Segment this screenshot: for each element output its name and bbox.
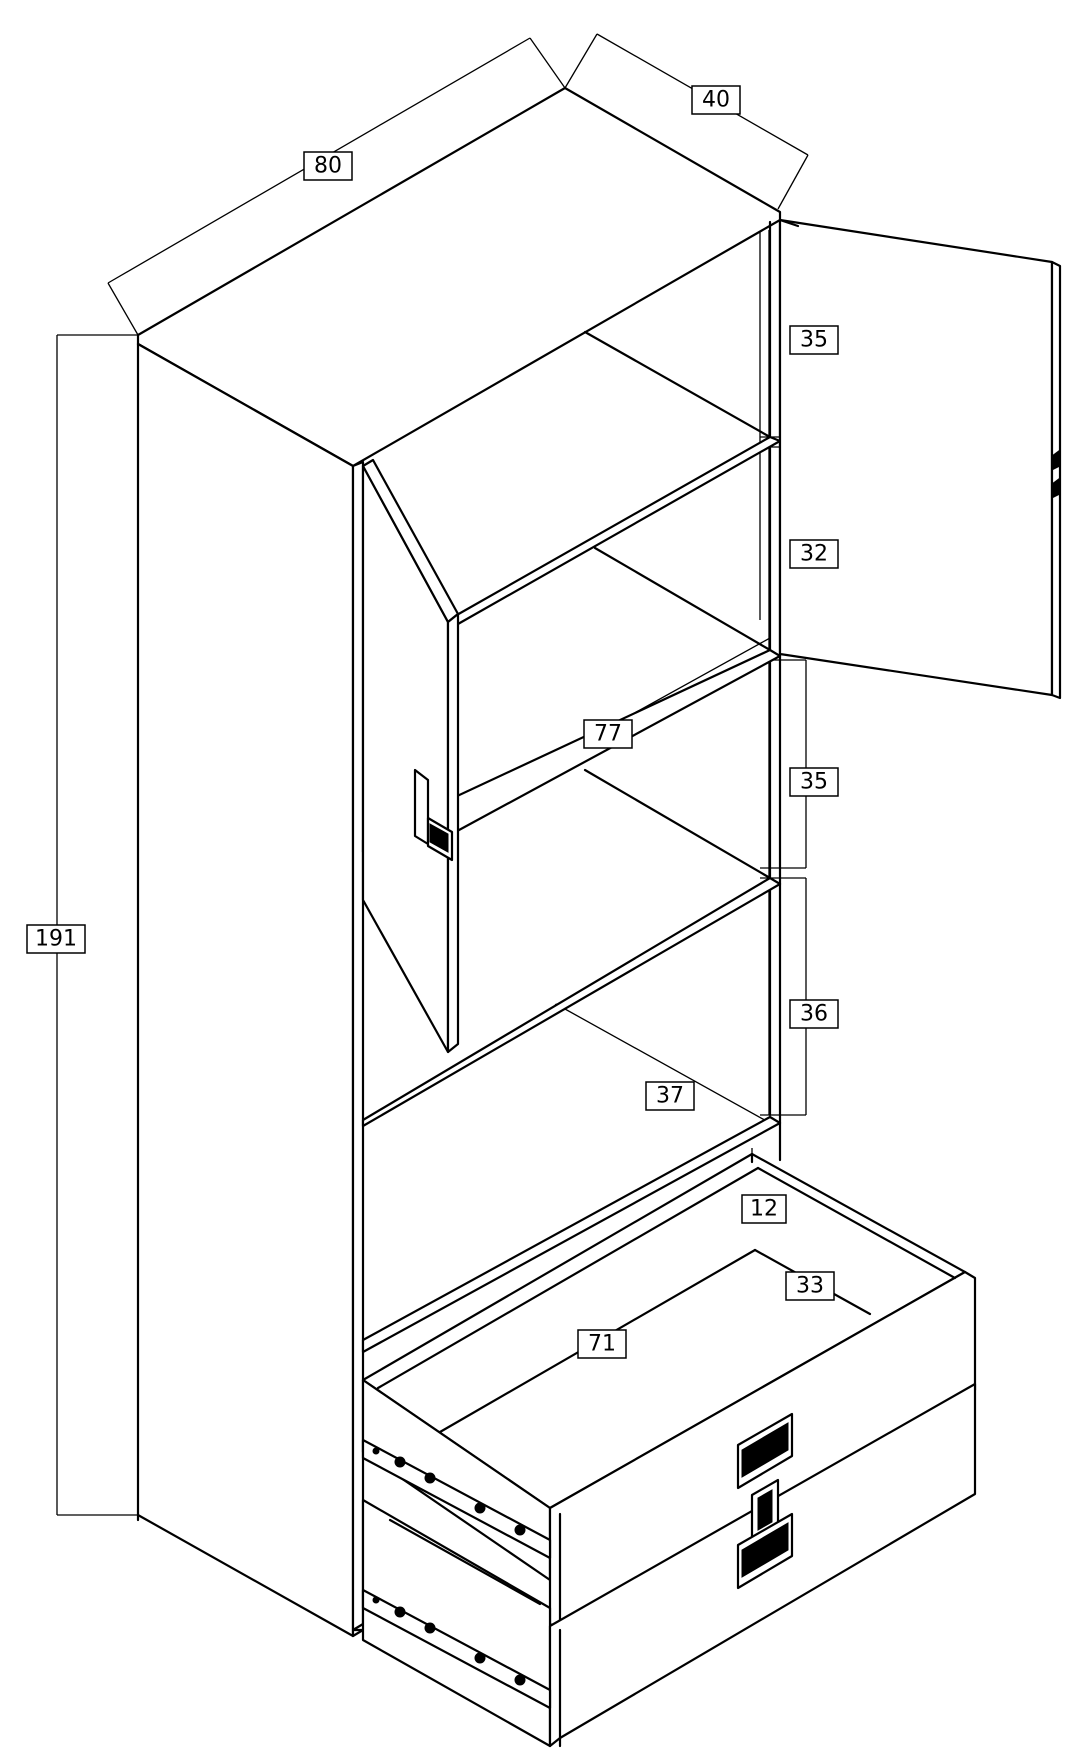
dim-shelf-gap-1-label: 35: [789, 325, 839, 355]
svg-text:12: 12: [750, 1197, 778, 1222]
shelf-1: [446, 435, 782, 626]
svg-text:35: 35: [800, 770, 828, 795]
left-door-handle: [413, 768, 454, 862]
svg-text:71: 71: [588, 1332, 616, 1357]
left-door: [361, 458, 460, 1054]
svg-text:40: 40: [702, 88, 730, 113]
dim-drawer-height-label: 12: [741, 1194, 787, 1224]
drawers: [361, 1152, 977, 1748]
lower-drawer-slide: [361, 1588, 552, 1710]
drawer-handle: [736, 1412, 794, 1590]
svg-text:33: 33: [796, 1274, 824, 1299]
svg-text:191: 191: [35, 927, 77, 952]
dim-shelf-gap-2-label: 32: [789, 539, 839, 569]
right-door-hinge: [1051, 449, 1061, 471]
cabinet-carcass: [136, 86, 782, 1638]
right-door-hinge-2: [1051, 477, 1061, 499]
dim-drawer-width-label: 71: [577, 1329, 627, 1359]
svg-text:32: 32: [800, 542, 828, 567]
svg-text:36: 36: [800, 1002, 828, 1027]
dim-shelf-gap-4-label: 36: [789, 999, 839, 1029]
svg-text:35: 35: [800, 328, 828, 353]
svg-text:80: 80: [314, 154, 342, 179]
dim-drawer-depth-label: 33: [785, 1271, 835, 1301]
left-panel-front-edge: [351, 460, 365, 1638]
dim-height-label: 191: [26, 924, 86, 954]
left-side-panel: [136, 342, 355, 1638]
dim-width-label: 80: [303, 151, 353, 181]
upper-drawer-slide: [361, 1438, 552, 1560]
svg-text:37: 37: [656, 1084, 684, 1109]
dimension-labels: 80 40 191 35 32 35 36 77: [26, 85, 839, 1359]
dim-shelf-width-label: 77: [583, 719, 633, 749]
dim-shelf-depth-label: 37: [645, 1081, 695, 1111]
shelves: [361, 435, 782, 1354]
shelf-4: [361, 1115, 782, 1354]
dim-depth-label: 40: [691, 85, 741, 115]
right-door: [778, 218, 1062, 700]
shelf-3: [361, 876, 782, 1128]
svg-text:77: 77: [594, 722, 622, 747]
dim-shelf-gap-3-label: 35: [789, 767, 839, 797]
